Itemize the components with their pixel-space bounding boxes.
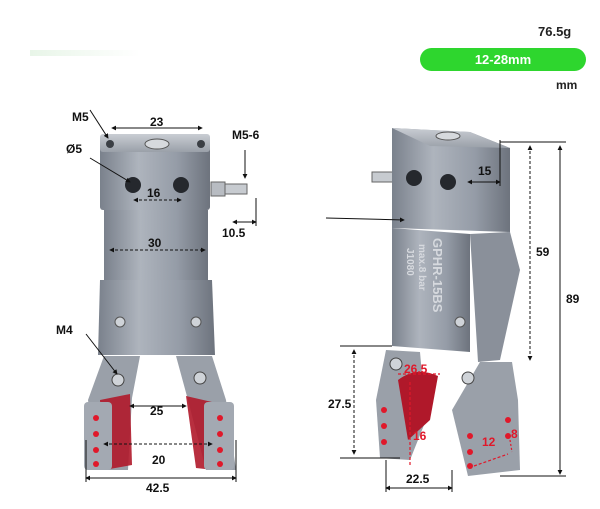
label-m4: M4	[56, 323, 73, 337]
side-dim-lines	[325, 140, 566, 492]
dim-total-height: 89	[566, 292, 580, 306]
engraving-model: GPHR-15BS	[430, 238, 445, 313]
label-m5-6: M5-6	[232, 128, 260, 142]
front-right-jaw	[176, 356, 236, 470]
side-gripper-body	[371, 128, 520, 476]
dim-fitting-offset: 10.5	[222, 226, 246, 240]
engraving-code: J1080	[404, 248, 415, 276]
dim-hole-spacing: 16	[147, 186, 161, 200]
side-red-dim-lines	[398, 373, 513, 467]
stroke-badge: 12-28mm	[420, 48, 586, 71]
dim-jaw-outer: 42.5	[146, 481, 170, 495]
dim-body-height: 59	[536, 245, 550, 259]
dim-red-pad-len: 12	[482, 435, 496, 449]
front-left-jaw	[84, 356, 140, 470]
label-hole-dia: Ø5	[66, 142, 83, 156]
dim-jaw-height: 27.5	[328, 397, 352, 411]
engraving-pressure: max.8 bar	[416, 244, 427, 291]
dim-red-pad-width: 8	[511, 427, 518, 441]
dim-jaw-inner: 25	[150, 404, 164, 418]
side-engraving: GPHR-15BS max.8 bar J1080	[404, 238, 445, 313]
side-left-jaw	[376, 350, 438, 460]
weight-label: 76.5g	[538, 24, 572, 39]
dim-jaw-pad: 20	[152, 453, 166, 467]
front-gripper-body	[84, 134, 248, 470]
dim-red-jaw-depth: 16	[413, 429, 427, 443]
dim-jaw-width: 22.5	[406, 472, 430, 486]
dim-body-width: 30	[148, 236, 162, 250]
side-right-jaw	[452, 362, 520, 476]
dim-top-width: 23	[150, 115, 164, 129]
front-dim-lines	[85, 109, 257, 482]
dim-side-offset: 15	[478, 164, 492, 178]
dim-red-jaw-span: 26.5	[404, 362, 428, 376]
unit-label: mm	[556, 78, 578, 92]
label-m5: M5	[72, 110, 89, 124]
watermark-mark	[30, 50, 140, 56]
